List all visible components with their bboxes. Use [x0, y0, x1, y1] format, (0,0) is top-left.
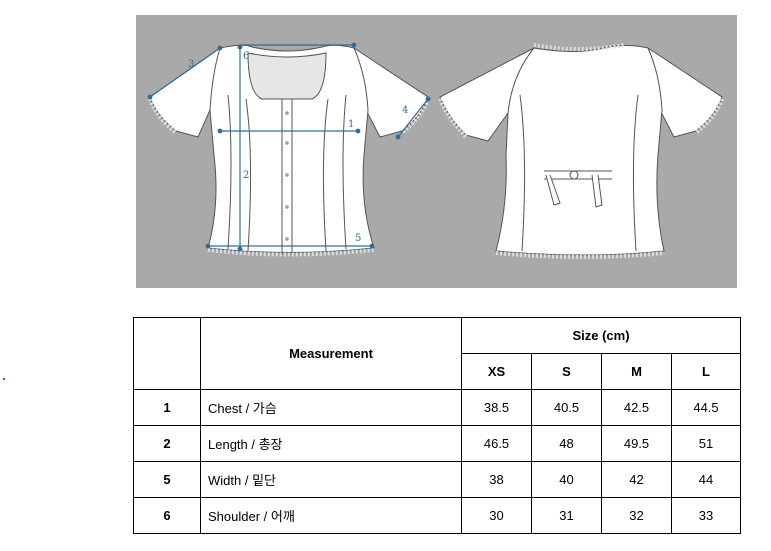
row-measurement-name: Chest / 가슴	[200, 389, 462, 426]
front-neck-inset	[247, 52, 327, 100]
header-measurement: Measurement	[200, 317, 462, 390]
stray-dot	[3, 378, 5, 380]
measure-point	[351, 42, 357, 48]
row-measurement-name: Shoulder / 어깨	[200, 497, 462, 534]
row-value-m: 49.5	[601, 425, 672, 462]
measure-line-sleeve	[149, 47, 221, 98]
button	[285, 205, 289, 209]
row-value-xs: 38	[461, 461, 532, 498]
row-value-s: 40.5	[531, 389, 602, 426]
table-row: 2 Length / 총장 46.5 48 49.5 51	[133, 425, 742, 462]
row-value-l: 51	[670, 425, 742, 462]
button	[285, 141, 289, 145]
row-value-l: 44.5	[670, 389, 742, 426]
row-number: 2	[133, 425, 201, 462]
measurement-lines	[147, 42, 431, 252]
marker-sleeve: 3	[188, 59, 194, 70]
measure-point	[205, 243, 211, 249]
back-left-sleeve	[439, 46, 535, 142]
garment-diagram-svg: 1 2 3 4 5 6	[147, 42, 724, 259]
row-value-s: 48	[531, 425, 602, 462]
row-value-m: 42.5	[601, 389, 672, 426]
front-left-sleeve	[149, 46, 221, 138]
back-view	[439, 45, 723, 256]
row-value-m: 32	[601, 497, 672, 534]
measure-point	[395, 134, 401, 140]
table-header-row: Measurement Size (cm)	[133, 317, 742, 390]
size-header-xs: XS	[461, 353, 532, 390]
marker-cuff: 4	[402, 105, 408, 116]
measure-point	[217, 128, 223, 134]
row-value-s: 40	[531, 461, 602, 498]
measure-point	[217, 45, 223, 51]
row-measurement-name: Width / 밑단	[200, 461, 462, 498]
row-number: 6	[133, 497, 201, 534]
back-hem-lace	[495, 251, 665, 259]
button	[285, 237, 289, 241]
garment-diagram: 1 2 3 4 5 6	[136, 15, 737, 288]
size-header-m: M	[601, 353, 672, 390]
size-header-l: L	[670, 353, 742, 390]
size-header-s: S	[531, 353, 602, 390]
measure-point	[147, 94, 153, 100]
measure-point	[237, 44, 243, 50]
row-value-xs: 38.5	[461, 389, 532, 426]
measurement-markers: 1 2 3 4 5 6	[188, 51, 408, 244]
front-body	[207, 44, 375, 253]
row-value-xs: 46.5	[461, 425, 532, 462]
measure-line-cuff	[397, 98, 429, 138]
row-value-l: 44	[670, 461, 742, 498]
front-seam-right	[322, 98, 329, 252]
back-ring	[569, 170, 579, 180]
row-value-l: 33	[670, 497, 742, 534]
table-row: 5 Width / 밑단 38 40 42 44	[133, 461, 742, 498]
marker-width: 5	[355, 233, 361, 244]
back-seam-left	[519, 94, 526, 252]
back-body	[495, 45, 665, 256]
table-row: 6 Shoulder / 어깨 30 31 32 33	[133, 497, 742, 534]
back-collar-lace	[533, 43, 625, 51]
front-buttons	[285, 111, 289, 241]
size-chart-table: Measurement Size (cm) XS S M L 1 Chest /…	[133, 317, 742, 534]
marker-length: 2	[243, 170, 249, 181]
back-tie-right	[591, 174, 603, 208]
marker-shoulder: 6	[243, 51, 249, 62]
measure-point	[369, 243, 375, 249]
row-value-m: 42	[601, 461, 672, 498]
header-size: Size (cm)	[460, 317, 742, 354]
row-number: 1	[133, 389, 201, 426]
measure-point	[237, 246, 243, 252]
button	[285, 173, 289, 177]
front-view	[149, 44, 429, 255]
front-seam-left	[245, 98, 252, 252]
marker-chest: 1	[348, 119, 354, 130]
button	[285, 111, 289, 115]
back-seam-right	[632, 94, 639, 252]
measure-point	[355, 128, 361, 134]
row-value-s: 31	[531, 497, 602, 534]
table-size-row: XS S M L	[134, 353, 742, 390]
back-lace-trim	[438, 43, 724, 259]
row-number: 5	[133, 461, 201, 498]
back-tie-left	[545, 174, 561, 206]
front-side-seam-left	[227, 94, 232, 250]
measure-point	[425, 96, 431, 102]
header-number-cell	[133, 317, 201, 390]
row-measurement-name: Length / 총장	[200, 425, 462, 462]
front-lace-trim	[148, 98, 430, 257]
table-row: 1 Chest / 가슴 38.5 40.5 42.5 44.5	[133, 389, 742, 426]
front-side-seam-right	[342, 94, 347, 250]
row-value-xs: 30	[461, 497, 532, 534]
front-hem-lace	[207, 248, 375, 257]
